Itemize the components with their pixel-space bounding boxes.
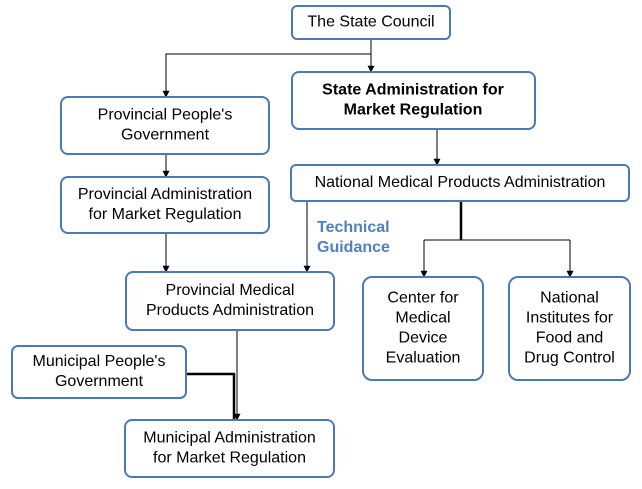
label-line: Food and xyxy=(536,330,604,347)
node-box xyxy=(362,276,484,381)
node-box xyxy=(508,276,631,381)
node-box xyxy=(60,176,270,234)
node-nmpa: National Medical Products Administration xyxy=(290,164,630,202)
label-line: for Market Regulation xyxy=(153,450,306,467)
label-line: Evaluation xyxy=(386,350,461,367)
node-label: Provincial Administration for Market Regu… xyxy=(78,186,252,223)
node-label: National Medical Products Administration xyxy=(315,174,606,191)
label-line: Provincial Administration xyxy=(78,186,252,203)
label-line: Government xyxy=(121,127,210,144)
label-line: Municipal People's xyxy=(33,353,166,370)
label-line: National Medical Products Administration xyxy=(315,174,606,191)
label-line: The State Council xyxy=(307,14,434,31)
label-line: Guidance xyxy=(317,239,390,256)
label-line: Government xyxy=(55,373,144,390)
edge-council-to-provincial-government xyxy=(162,53,371,98)
connectors xyxy=(162,38,574,421)
label-line: Provincial Medical xyxy=(166,282,295,299)
label-line: Market Regulation xyxy=(344,102,483,119)
label-line: Drug Control xyxy=(524,350,615,367)
label-line: Provincial People's xyxy=(98,107,233,124)
node-box xyxy=(125,271,335,331)
node-box xyxy=(291,71,536,130)
node-box xyxy=(60,96,270,155)
label-line: Municipal Administration xyxy=(143,430,316,447)
label-line: Institutes for xyxy=(526,310,614,327)
node-box xyxy=(290,164,630,202)
node-label: Municipal Administration for Market Regul… xyxy=(143,430,316,467)
label-line: Device xyxy=(399,330,448,347)
label-line: Medical xyxy=(395,310,450,327)
label-line: for Market Regulation xyxy=(89,206,242,223)
node-box xyxy=(291,5,451,40)
node-box xyxy=(11,345,187,399)
label-line: Products Administration xyxy=(146,302,314,319)
node-state-council: The State Council xyxy=(291,5,451,40)
label-line: State Administration for xyxy=(322,82,504,99)
node-provincial-amr: Provincial Administration for Market Regu… xyxy=(60,176,270,234)
node-box xyxy=(124,419,335,478)
edge-municipal-government-to-amr xyxy=(186,372,236,420)
label-line: Technical xyxy=(317,219,390,236)
node-municipal-amr: Municipal Administration for Market Regul… xyxy=(124,419,335,478)
node-label: The State Council xyxy=(307,14,434,31)
label-line: National xyxy=(540,290,599,307)
label-line: Center for xyxy=(387,290,459,307)
